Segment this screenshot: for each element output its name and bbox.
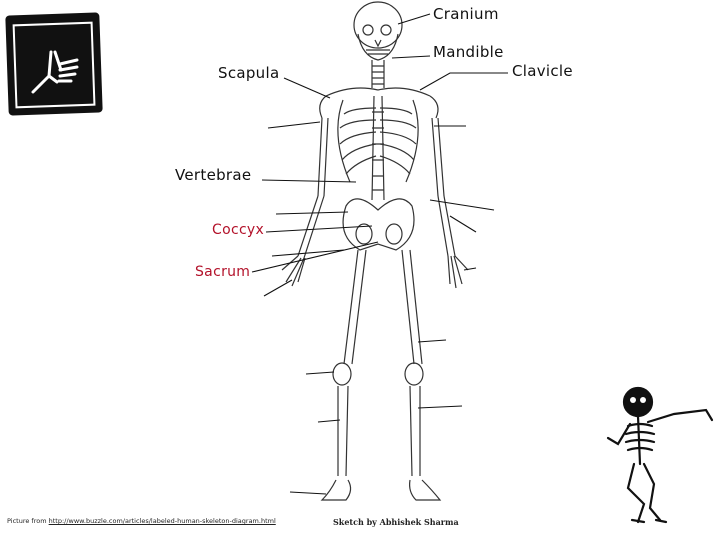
cranium-leader-line: [397, 13, 431, 25]
credit-prefix: Picture from: [7, 517, 47, 525]
label-cranium: Cranium: [433, 5, 499, 23]
label-scapula: Scapula: [218, 64, 280, 82]
label-vertebrae: Vertebrae: [175, 166, 252, 184]
vertebrae-leader-line: [261, 179, 357, 183]
mandible-leader-line: [391, 55, 431, 59]
patella-leader-line: [305, 371, 335, 375]
sketch-signature: Sketch by Abhishek Sharma: [333, 517, 459, 527]
label-sacrum: Sacrum: [195, 264, 251, 280]
radius-leader-line: [275, 211, 349, 215]
label-mandible: Mandible: [433, 43, 504, 61]
ulna-leader-line: [429, 199, 495, 211]
sacrum-leader-line: [251, 241, 379, 273]
coccyx-leader-line: [265, 225, 373, 233]
scapula-leader-line: [283, 77, 331, 99]
foot-leader-line: [289, 491, 327, 495]
label-clavicle: Clavicle: [512, 62, 573, 80]
wrist-leader-line: [449, 215, 477, 233]
pelvis-leader-line: [271, 249, 345, 257]
image-credit: Picture from http://www.buzzle.com/artic…: [7, 517, 276, 525]
humerus-leader-line: [267, 121, 321, 129]
tibia-leader-line: [417, 405, 463, 409]
thumbs-up-skeleton-hand-icon: [5, 12, 103, 116]
clavicle-leader-line: [419, 72, 508, 91]
dancing-skeleton-icon: [606, 386, 714, 524]
femur-leader-line: [417, 339, 447, 343]
label-coccyx: Coccyx: [212, 222, 265, 238]
finger-leader-line: [463, 267, 477, 271]
credit-url-link[interactable]: http://www.buzzle.com/articles/labeled-h…: [48, 517, 276, 525]
fibula-leader-line: [317, 419, 341, 423]
hand-leader-line: [263, 279, 293, 297]
